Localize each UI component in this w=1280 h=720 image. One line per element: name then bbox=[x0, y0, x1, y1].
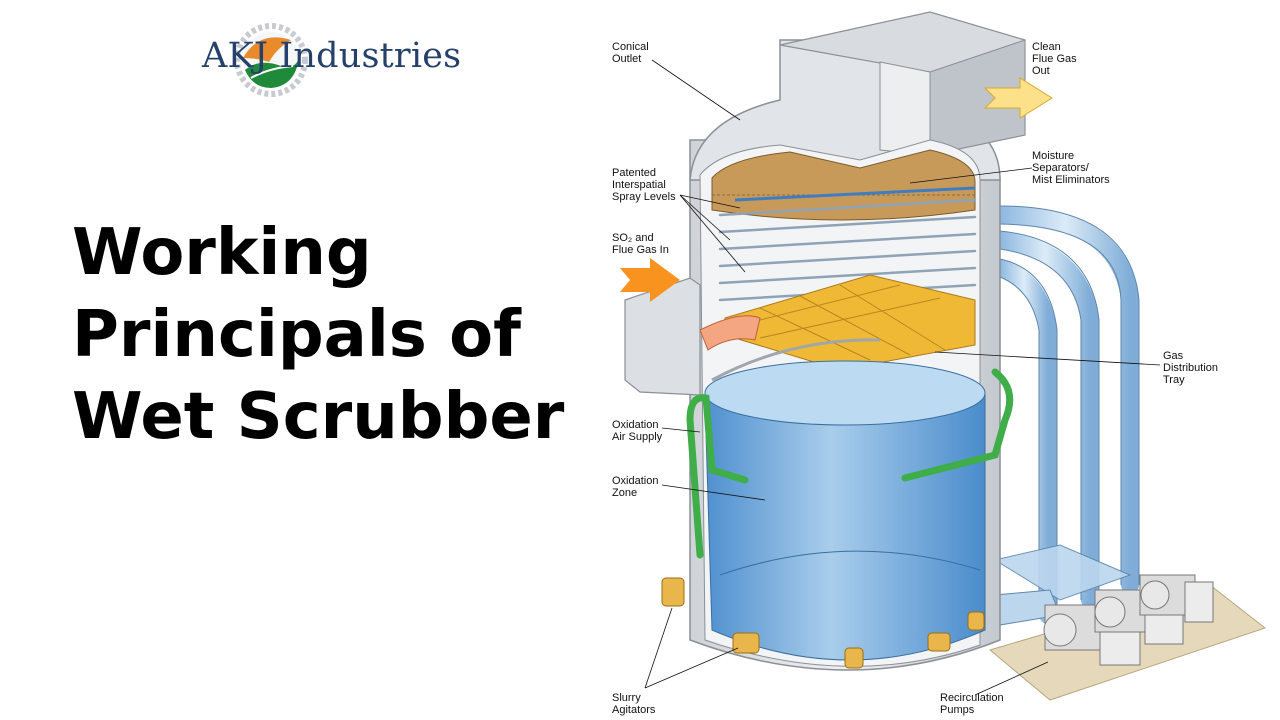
label-so2-flue-gas-in: SO₂ and Flue Gas In bbox=[612, 232, 669, 256]
flue-gas-in-arrow bbox=[620, 258, 680, 302]
label-slurry-agitators: Slurry Agitators bbox=[612, 692, 656, 716]
recirculation-pumps bbox=[1043, 574, 1214, 666]
brand-name: AKJ Industries bbox=[202, 36, 462, 76]
label-spray-levels: Patented Interspatial Spray Levels bbox=[612, 167, 676, 203]
company-logo bbox=[234, 23, 308, 97]
label-conical-outlet: Conical Outlet bbox=[612, 41, 652, 65]
recirculation-pipes bbox=[991, 206, 1139, 624]
inlet-duct bbox=[624, 277, 701, 396]
mist-eliminator bbox=[711, 149, 976, 221]
leader-lines bbox=[644, 59, 1161, 696]
gear-icon bbox=[234, 23, 308, 97]
page-title: Working Principals of Wet Scrubber bbox=[72, 212, 564, 458]
title-line-1: Working bbox=[72, 216, 372, 290]
slurry-agitators bbox=[661, 577, 985, 669]
label-recirculation-pumps: Recirculation Pumps bbox=[940, 692, 1007, 716]
label-moisture-separators: Moisture Separators/ Mist Eliminators bbox=[1032, 150, 1110, 186]
sun-leaf-icon bbox=[243, 37, 291, 62]
oxidation-air-pipe bbox=[686, 368, 1014, 559]
label-oxidation-zone: Oxidation Zone bbox=[612, 475, 662, 499]
pipe-outlines bbox=[999, 205, 1140, 615]
clean-gas-out-arrow bbox=[983, 77, 1053, 119]
label-oxidation-air-supply: Oxidation Air Supply bbox=[612, 419, 663, 443]
label-clean-flue-gas: Clean Flue Gas Out bbox=[1032, 41, 1080, 77]
label-gas-distribution-tray: Gas Distribution Tray bbox=[1163, 350, 1221, 386]
title-line-3: Wet Scrubber bbox=[72, 380, 565, 454]
green-leaf-icon bbox=[245, 58, 299, 88]
title-line-2: Principals of bbox=[72, 298, 521, 372]
